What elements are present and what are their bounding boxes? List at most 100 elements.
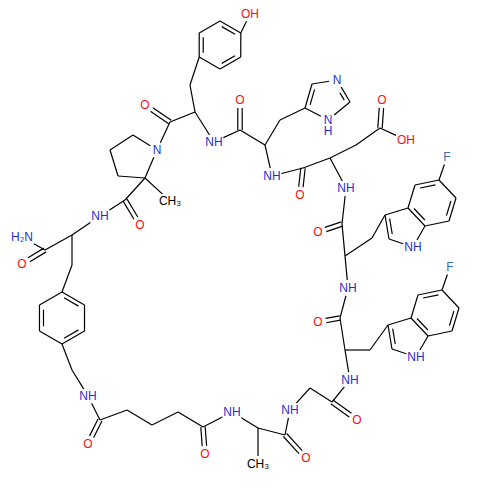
bond-line: [428, 331, 452, 336]
bond-line: [408, 208, 425, 226]
bond-line: [43, 310, 44, 327]
bond-line: [160, 122, 170, 143]
atom-label: NH: [338, 281, 357, 295]
bond-line: [326, 226, 342, 231]
bond-line: [110, 150, 118, 176]
bond-line: [45, 235, 72, 250]
bond-line: [420, 336, 428, 350]
bond-line: [442, 275, 447, 290]
bond-line: [30, 252, 46, 262]
bond-line: [303, 168, 305, 187]
bond-line: [326, 320, 340, 323]
atom-label: O: [376, 93, 387, 107]
atom-label: H: [323, 124, 334, 138]
bond-line: [133, 135, 150, 146]
atom-label: NH: [336, 181, 355, 195]
bond-line: [222, 56, 235, 64]
bond-line: [39, 305, 40, 331]
atom-label: OH: [240, 7, 260, 21]
bond-line: [390, 219, 393, 234]
bond-line: [342, 224, 345, 256]
bond-line: [420, 185, 435, 188]
bond-line: [411, 318, 428, 336]
atom-label: NH: [340, 373, 359, 387]
bond-line: [62, 344, 72, 370]
bond-line: [152, 412, 178, 425]
bond-line: [446, 201, 450, 216]
bond-line: [195, 112, 210, 135]
bond-line: [64, 298, 78, 306]
bond-line: [127, 199, 138, 217]
bond-line: [153, 108, 171, 121]
bond-line: [417, 318, 428, 330]
bond-line: [280, 168, 303, 174]
bond-line: [425, 221, 449, 226]
bond-line: [342, 196, 345, 224]
bond-line: [92, 403, 100, 420]
atom-label: H₂N: [10, 230, 34, 244]
bond-line: [190, 85, 195, 112]
bond-line: [330, 145, 356, 158]
bond-line: [150, 111, 168, 124]
bond-line: [71, 235, 72, 265]
bond-line: [418, 290, 442, 295]
bond-line: [239, 416, 258, 428]
bond-line: [345, 350, 349, 372]
bond-line: [127, 410, 152, 425]
atom-label: O: [312, 225, 323, 239]
bond-line: [325, 222, 341, 227]
bond-line: [125, 178, 145, 200]
bond-line: [449, 311, 453, 326]
atom-label: NH: [90, 209, 109, 223]
bond-line: [190, 57, 199, 85]
bond-line: [265, 145, 270, 168]
bond-line: [332, 386, 345, 402]
atom-label: NH: [280, 403, 299, 417]
atom-label: NH: [403, 240, 422, 254]
bond-line: [411, 295, 418, 318]
atom-label: O: [300, 451, 311, 465]
atom-label: NH: [406, 350, 425, 364]
atom-label: F: [442, 150, 451, 164]
atom-label: N: [332, 73, 343, 87]
atom-label: O: [351, 413, 362, 427]
bond-line: [333, 400, 352, 413]
bond-line: [199, 33, 200, 57]
bond-line: [72, 370, 84, 389]
bond-line: [385, 208, 408, 215]
bond-line: [285, 418, 288, 435]
bond-line: [100, 410, 127, 420]
bond-line: [39, 331, 62, 344]
bond-line: [312, 81, 329, 84]
atom-label: O: [199, 447, 210, 461]
bond-line: [64, 330, 78, 338]
bond-line: [145, 178, 164, 196]
bond-line: [240, 33, 241, 57]
bond-line: [240, 130, 265, 145]
bond-line: [423, 295, 438, 298]
bond-line: [325, 316, 339, 319]
bond-line: [145, 157, 154, 178]
bond-line: [203, 37, 204, 52]
bond-line: [170, 112, 195, 122]
bond-line: [340, 93, 344, 100]
bond-line: [305, 108, 321, 116]
bond-line: [94, 421, 102, 438]
bond-line: [439, 165, 444, 180]
atom-label: NH: [78, 389, 97, 403]
bond-line: [62, 265, 72, 292]
bond-line: [388, 318, 411, 325]
bond-line: [84, 305, 85, 331]
bond-line: [221, 130, 240, 139]
bond-line: [242, 108, 243, 130]
bond-line: [110, 135, 133, 150]
bond-line: [237, 108, 238, 130]
bond-line: [417, 226, 425, 240]
bond-line: [257, 428, 258, 456]
bond-line: [449, 198, 456, 221]
bond-line: [199, 21, 220, 33]
atom-label: NH: [204, 135, 223, 149]
atom-label: O: [134, 218, 145, 232]
bond-line: [241, 21, 247, 33]
